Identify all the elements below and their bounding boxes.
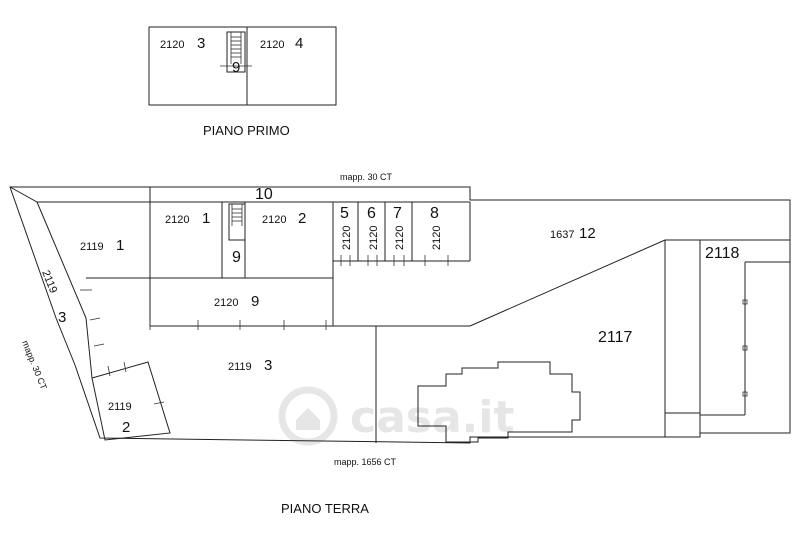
unit-1637-12-sub: 12: [579, 225, 596, 242]
unit-2120-1-sheet: 2120: [165, 214, 189, 226]
unit-2119-2-outline: [91, 361, 171, 441]
primo-unit-3-sheet: 2120: [160, 39, 184, 51]
bottom-neighbor-label: mapp. 1656 CT: [334, 457, 397, 467]
garage-6-sheet: 2120: [368, 226, 380, 250]
left-neighbor-label: mapp. 30 CT: [20, 339, 49, 391]
unit-2119-1-sub: 1: [116, 237, 124, 254]
primo-title: PIANO PRIMO: [203, 123, 290, 138]
unit-2120-2-sub: 2: [298, 210, 306, 227]
primo-unit-4-sub: 4: [295, 35, 303, 52]
unit-9-sub: 9: [232, 249, 241, 266]
primo-unit-4-sheet: 2120: [260, 39, 284, 51]
garage-5-sheet: 2120: [341, 226, 353, 250]
unit-2117-label: 2117: [598, 329, 633, 346]
watermark: casa.it: [278, 386, 514, 446]
unit-2120-1-sub: 1: [202, 210, 210, 227]
unit-2118-label: 2118: [705, 245, 740, 262]
watermark-text: casa.it: [350, 392, 514, 443]
garage-8-sheet: 2120: [431, 226, 443, 250]
unit-2119-2-sub: 2: [122, 419, 130, 436]
top-neighbor-label: mapp. 30 CT: [340, 172, 393, 182]
unit-2119-2-sheet: 2119: [108, 401, 132, 413]
garage-5-sub: 5: [340, 205, 349, 222]
unit-2119-3-sub: 3: [264, 357, 272, 374]
primo-unit-9-sub: 9: [232, 59, 240, 76]
terra-stair-icon: [228, 203, 246, 241]
unit-2120-9-sub: 9: [251, 293, 259, 310]
primo-stair-icon: [220, 31, 252, 73]
garage-6-sub: 6: [367, 205, 376, 222]
unit-2120-2-sheet: 2120: [262, 214, 286, 226]
unit-2119-1-sheet: 2119: [80, 241, 104, 253]
unit-2120-9-sheet: 2120: [214, 297, 238, 309]
strip-2119-3-sheet: 2119: [39, 269, 59, 295]
garage-7-sub: 7: [393, 205, 402, 222]
unit-2119-3-sheet: 2119: [228, 361, 252, 373]
primo-unit-3-sub: 3: [197, 35, 205, 52]
piano-terra: mapp. 30 CT mapp. 1656 CT mapp. 30 CT 10…: [9, 172, 791, 516]
unit-1637-12-sheet: 1637: [550, 229, 574, 241]
strip-10-label: 10: [255, 186, 273, 203]
primo-outline: [148, 26, 337, 106]
garage-8-sub: 8: [430, 205, 439, 222]
piano-primo: 2120 3 2120 4 9 PIANO PRIMO: [148, 26, 337, 138]
terra-title: PIANO TERRA: [281, 501, 369, 516]
building-2117-outline: [417, 361, 581, 443]
strip-2119-3-sub: 3: [58, 309, 66, 326]
garage-7-sheet: 2120: [394, 226, 406, 250]
